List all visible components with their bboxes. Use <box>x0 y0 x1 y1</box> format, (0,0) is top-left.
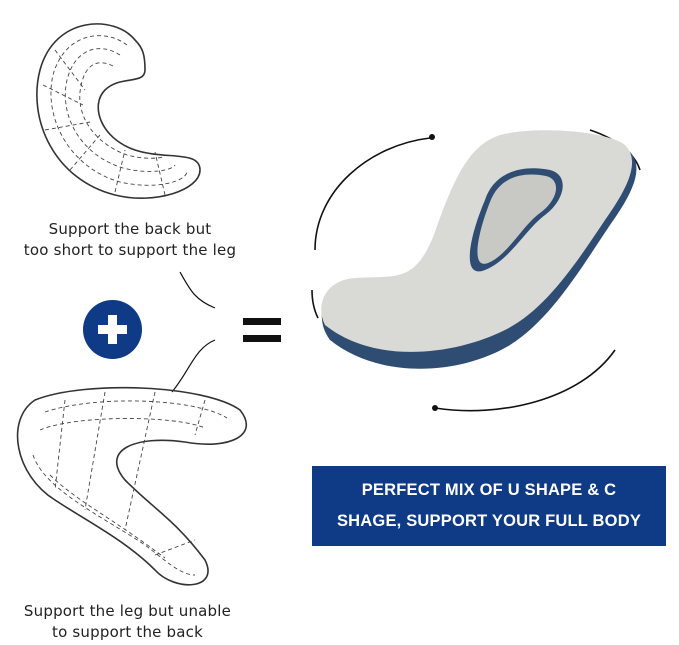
c-shape-pillow-sketch <box>36 23 201 199</box>
caption-line: to support the back <box>51 623 204 641</box>
c-shape-caption: Support the back but too short to suppor… <box>0 219 260 261</box>
caption-line: Support the leg but unable <box>23 602 232 620</box>
promo-banner: PERFECT MIX OF U SHAPE & C SHAGE, SUPPOR… <box>312 466 666 546</box>
equals-icon-top <box>243 318 281 325</box>
caption-line: too short to support the leg <box>23 241 237 259</box>
pregnancy-pillow-image <box>321 130 637 369</box>
caption-line: Support the back but <box>48 220 212 238</box>
u-shape-pillow-sketch <box>16 386 247 586</box>
banner-line-2: SHAGE, SUPPORT YOUR FULL BODY <box>336 512 642 530</box>
equals-icon-bottom <box>243 335 281 342</box>
banner-line-1: PERFECT MIX OF U SHAPE & C <box>361 481 617 499</box>
u-shape-caption: Support the leg but unable to support th… <box>0 601 255 643</box>
plus-icon <box>83 300 142 359</box>
bracket-curves <box>171 271 216 393</box>
